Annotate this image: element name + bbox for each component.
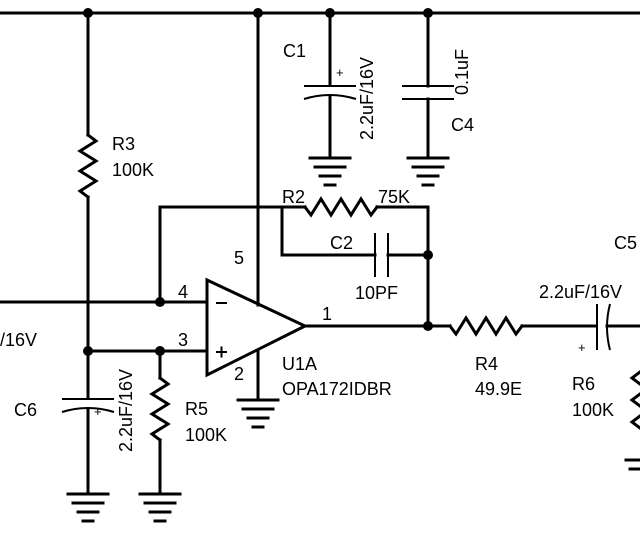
ground-symbol xyxy=(624,458,640,471)
r4-value: 49.9E xyxy=(475,379,522,399)
c5-plus-sign: + xyxy=(578,340,586,355)
c1-value: 2.2uF/16V xyxy=(357,57,377,140)
junction-dot xyxy=(423,250,433,260)
ground-symbol xyxy=(66,492,110,523)
r6-ref: R6 xyxy=(572,374,595,394)
c6-plus-sign: + xyxy=(94,404,102,419)
r5-value: 100K xyxy=(185,425,227,445)
ground-symbol xyxy=(236,398,280,429)
pin-2-label: 2 xyxy=(234,364,244,384)
left-cap-partial-label: /16V xyxy=(0,330,37,350)
u1-ref: U1A xyxy=(282,354,317,374)
c1-plus-sign: + xyxy=(336,65,344,80)
pin-3-label: 3 xyxy=(178,330,188,350)
r6-resistor-symbol xyxy=(629,392,640,408)
c5-ref: C5 xyxy=(614,233,637,253)
pin-5-label: 5 xyxy=(234,248,244,268)
u1-part: OPA172IDBR xyxy=(282,379,392,399)
opamp-triangle xyxy=(205,277,309,378)
c2-ref: C2 xyxy=(330,233,353,253)
c4-value: 0.1uF xyxy=(452,49,472,95)
r6-value: 100K xyxy=(572,400,614,420)
c4-ref: C4 xyxy=(451,115,474,135)
ground-symbol xyxy=(138,492,182,523)
c6-value: 2.2uF/16V xyxy=(116,369,136,452)
r3-resistor-symbol xyxy=(77,132,99,200)
pin-1-label: 1 xyxy=(322,304,332,324)
pin-4-label: 4 xyxy=(178,282,188,302)
ground-symbol xyxy=(308,156,352,187)
r2-ref: R2 xyxy=(282,187,305,207)
r4-ref: R4 xyxy=(475,354,498,374)
r5-ref: R5 xyxy=(185,399,208,419)
r6-resistor-symbol xyxy=(629,370,640,386)
c6-ref: C6 xyxy=(14,400,37,420)
r3-ref: R3 xyxy=(112,134,135,154)
r5-resistor-symbol xyxy=(149,375,171,443)
c1-ref: C1 xyxy=(283,41,306,61)
r2-resistor-symbol xyxy=(302,196,380,218)
ground-symbol xyxy=(406,156,450,187)
r6-resistor-symbol xyxy=(629,414,640,430)
r2-value: 75K xyxy=(378,187,410,207)
c2-value: 10PF xyxy=(355,283,398,303)
c5-value: 2.2uF/16V xyxy=(539,282,622,302)
r3-value: 100K xyxy=(112,160,154,180)
r4-resistor-symbol xyxy=(447,315,525,337)
